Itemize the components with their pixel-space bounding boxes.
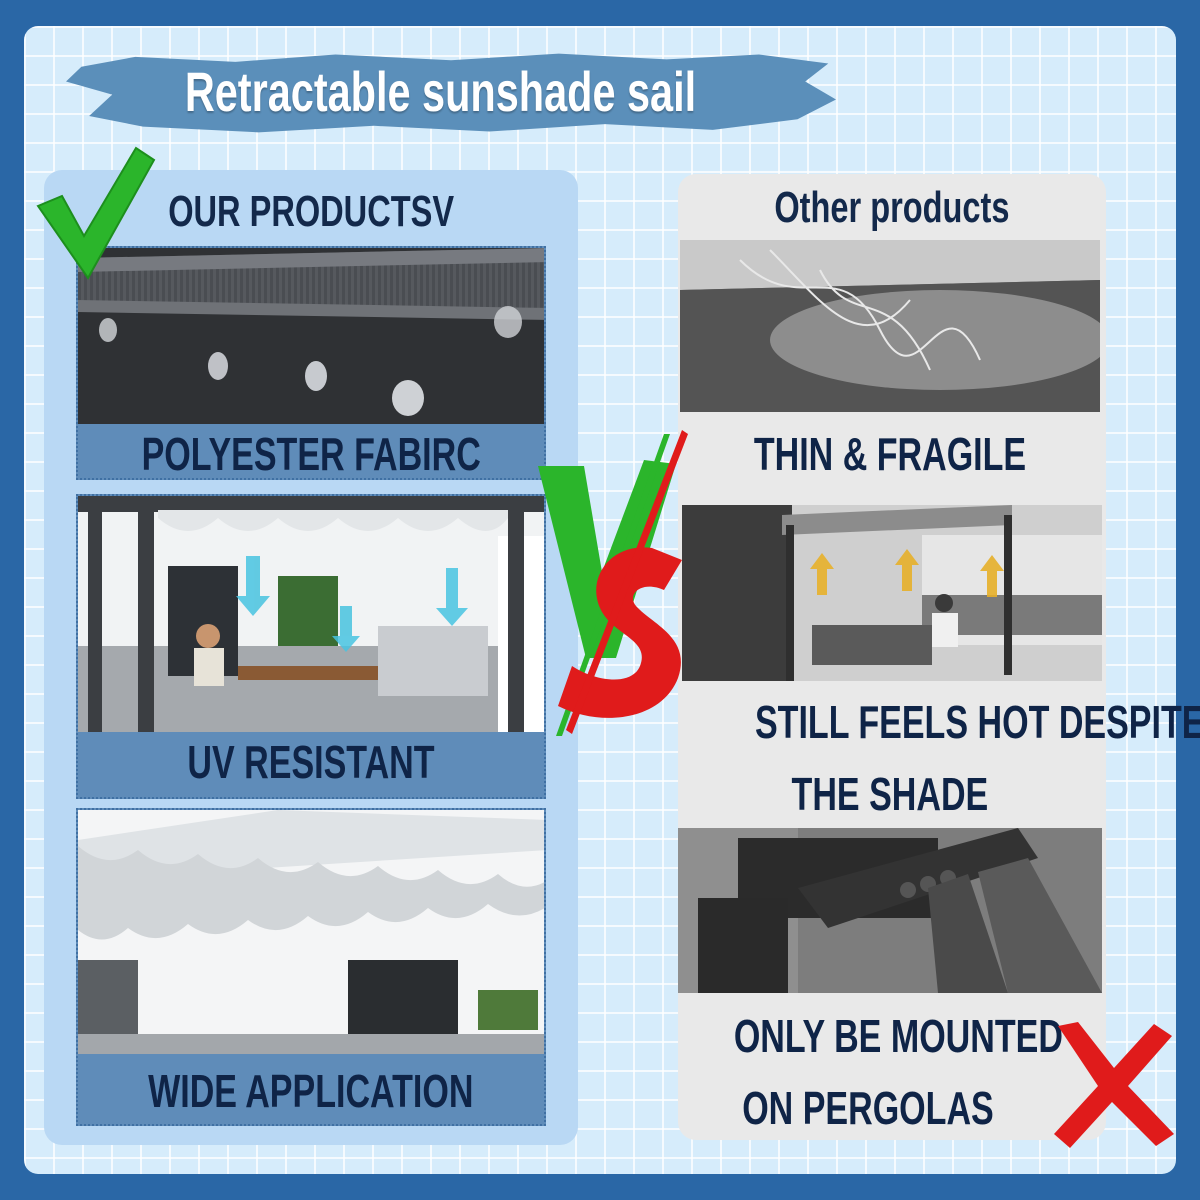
page-title: Retractable sunshade sail xyxy=(60,56,820,128)
only-mounted-label-line2: ON PERGOLAS xyxy=(676,1078,1060,1138)
uv-resistant-label: UV RESISTANT xyxy=(78,732,544,792)
pergola-hot-photo xyxy=(682,505,1102,681)
only-mounted-label-line1: ONLY BE MOUNTED xyxy=(676,1006,1063,1066)
pergola-mount-photo xyxy=(678,828,1102,993)
fabric-water-photo xyxy=(78,248,544,424)
other-products-heading-text: Other products xyxy=(774,183,1010,232)
house-shade-photo xyxy=(78,810,544,1054)
wide-application-label: WIDE APPLICATION xyxy=(78,1054,544,1128)
polyester-fabric-label: POLYESTER FABIRC xyxy=(78,424,544,484)
checkmark-icon xyxy=(36,146,156,280)
cross-icon xyxy=(1054,1022,1174,1148)
product-card-polyester: POLYESTER FABIRC xyxy=(76,246,546,480)
frayed-fabric-photo xyxy=(680,240,1100,412)
thin-fragile-label: THIN & FRAGILE xyxy=(680,424,1100,484)
product-card-wide: WIDE APPLICATION xyxy=(76,808,546,1126)
arrow-up-icon xyxy=(810,549,1004,597)
product-card-uv: UV RESISTANT xyxy=(76,494,546,799)
thin-fragile-label-text: THIN & FRAGILE xyxy=(753,428,1027,480)
only-mounted-label-line2-text: ON PERGOLAS xyxy=(742,1082,994,1134)
still-hot-label-line2: THE SHADE xyxy=(676,764,1104,824)
still-hot-label-line2-text: THE SHADE xyxy=(791,768,989,820)
our-products-heading: OUR PRODUCTSV xyxy=(44,182,578,242)
our-products-heading-text: OUR PRODUCTSV xyxy=(168,187,454,236)
page-title-text: Retractable sunshade sail xyxy=(184,60,696,123)
still-hot-label-line1-text: STILL FEELS HOT DESPITE xyxy=(754,696,1200,748)
title-banner xyxy=(66,53,836,133)
wide-application-label-text: WIDE APPLICATION xyxy=(148,1065,474,1117)
other-products-heading: Other products xyxy=(678,178,1106,238)
only-mounted-label-line1-text: ONLY BE MOUNTED xyxy=(733,1010,1063,1062)
patio-shade-photo xyxy=(78,496,544,732)
vs-icon xyxy=(538,430,688,736)
uv-resistant-label-text: UV RESISTANT xyxy=(187,736,435,788)
still-hot-label-line1: STILL FEELS HOT DESPITE xyxy=(676,692,1200,752)
polyester-fabric-label-text: POLYESTER FABIRC xyxy=(141,428,481,480)
arrow-down-icon xyxy=(236,556,468,652)
our-products-panel: OUR PRODUCTSV POLYESTER FABIRC xyxy=(44,170,578,1145)
